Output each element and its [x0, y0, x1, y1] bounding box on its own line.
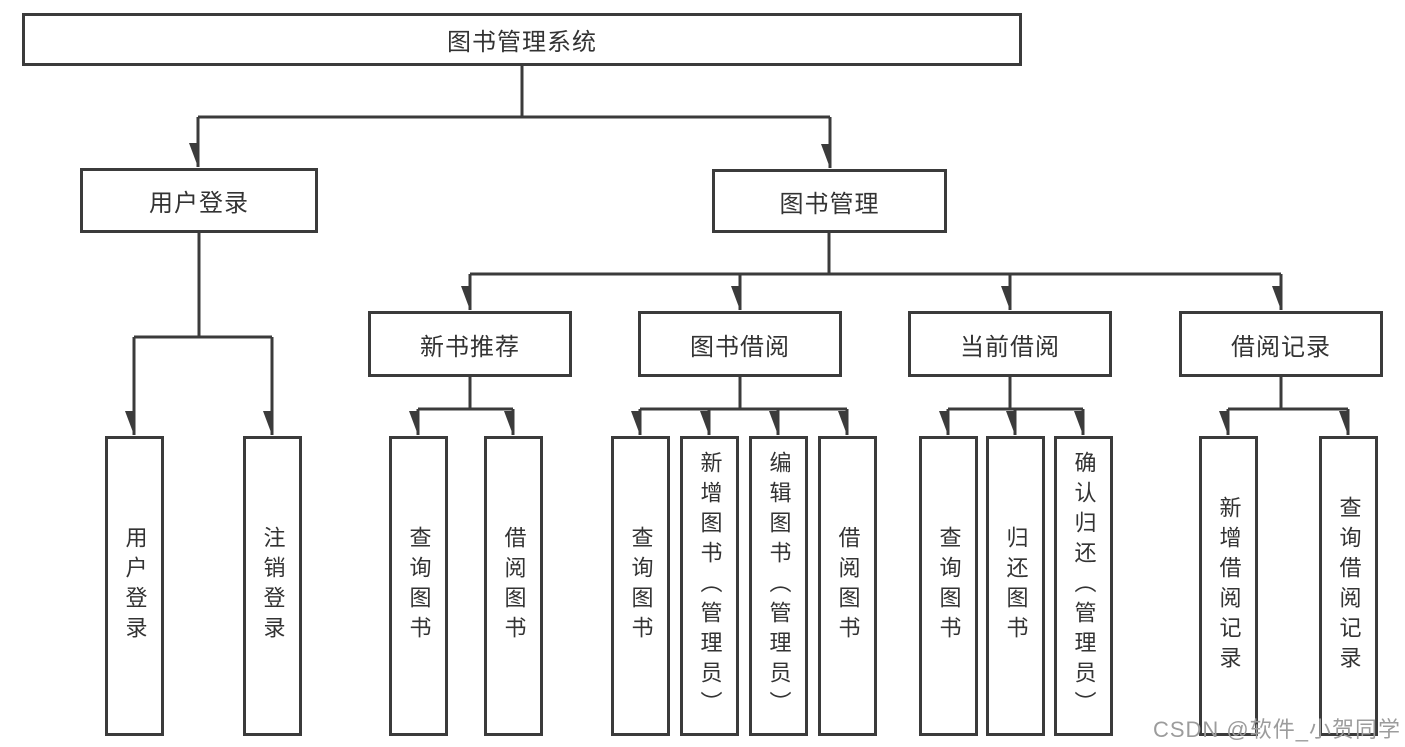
node-leaf-cb-confirm-return-admin: 确认归还（管理员）: [1054, 436, 1113, 736]
node-root: 图书管理系统: [22, 13, 1022, 66]
leaf-label: 借阅图书: [501, 526, 527, 646]
leaf-label: 归还图书: [1003, 526, 1029, 646]
leaf-label: 借阅图书: [835, 526, 861, 646]
leaf-label: 新增图书（管理员）: [697, 451, 723, 721]
leaf-label: 查询图书: [406, 526, 432, 646]
node-new-book-recommend: 新书推荐: [368, 311, 572, 377]
leaf-label: 查询借阅记录: [1336, 496, 1362, 676]
csdn-watermark: CSDN @软件_小贺同学: [1152, 717, 1401, 742]
leaf-label: 注销登录: [260, 526, 286, 646]
leaf-label: 编辑图书（管理员）: [766, 451, 792, 721]
node-borrow-record: 借阅记录: [1179, 311, 1383, 377]
node-user-login: 用户登录: [80, 168, 318, 233]
node-leaf-bb-add-book-admin: 新增图书（管理员）: [680, 436, 739, 736]
node-leaf-br-add-record: 新增借阅记录: [1199, 436, 1258, 736]
node-leaf-br-query-record: 查询借阅记录: [1319, 436, 1378, 736]
leaf-label: 确认归还（管理员）: [1071, 451, 1097, 721]
node-leaf-login: 用户登录: [105, 436, 164, 736]
node-leaf-bb-borrow-book: 借阅图书: [818, 436, 877, 736]
leaf-label: 用户登录: [122, 526, 148, 646]
node-leaf-cb-query-book: 查询图书: [919, 436, 978, 736]
node-book-management: 图书管理: [712, 169, 947, 233]
node-leaf-bb-edit-book-admin: 编辑图书（管理员）: [749, 436, 808, 736]
leaf-label: 查询图书: [628, 526, 654, 646]
leaf-label: 查询图书: [936, 526, 962, 646]
node-leaf-logout: 注销登录: [243, 436, 302, 736]
node-book-borrow: 图书借阅: [638, 311, 842, 377]
node-leaf-bb-query-book: 查询图书: [611, 436, 670, 736]
node-current-borrow: 当前借阅: [908, 311, 1112, 377]
node-leaf-cb-return-book: 归还图书: [986, 436, 1045, 736]
node-leaf-nbr-borrow-book: 借阅图书: [484, 436, 543, 736]
node-leaf-nbr-query-book: 查询图书: [389, 436, 448, 736]
leaf-label: 新增借阅记录: [1216, 496, 1242, 676]
